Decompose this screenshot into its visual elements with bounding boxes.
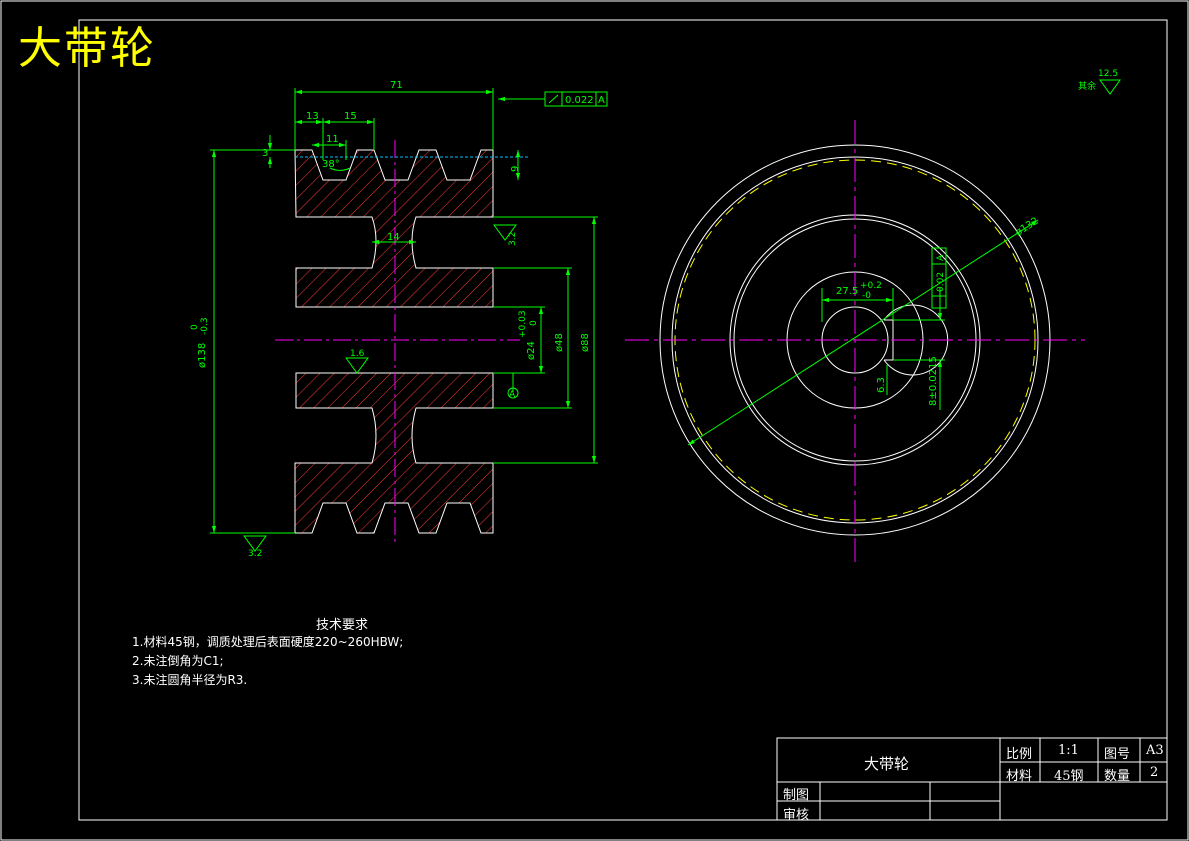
dim-dia24-tol-bot: 0 [529,320,539,326]
roughness-12.5: 12.5 [1098,69,1118,79]
drawing-no-label: 图号 [1104,747,1131,762]
dim-dia138: ø138 [197,343,208,368]
section-view [275,140,530,545]
roughness-3.2-right: 3.2 [508,232,518,246]
end-view-dimensions [687,219,1039,446]
dim-11: 11 [326,134,339,145]
tech-requirement-2: 2.未注倒角为C1; [132,654,224,668]
end-view [625,120,1085,565]
roughness-3.2-bottom: 3.2 [248,549,262,559]
symmetry-value: 0.02 [936,272,946,292]
dim-3: 3 [262,148,268,159]
inner-border [78,19,1168,821]
roughness-rest-label: 其余 [1078,80,1096,92]
dim-dia24-tol-top: +0.03 [518,310,528,338]
material-value: 45钢 [1054,769,1084,784]
dim-key-slot: 8±0.0215 [928,356,939,406]
section-dim-text: 71 13 15 11 3 38° 9 14 ø138 0 -0.3 ø24 +… [190,80,591,368]
runout-value: 0.022 [565,95,594,106]
tech-requirement-1: 1.材料45钢，调质处理后表面硬度220~260HBW; [132,635,404,649]
dim-71: 71 [390,80,403,91]
dim-key-width: 27.5 [836,286,858,297]
dim-dia138-tol-top: 0 [190,324,200,330]
symmetry-tolerance-frame: 0.02 A [931,247,947,309]
dim-13: 13 [306,111,319,122]
dim-dia132: ø132 [1014,216,1041,239]
dim-key-tol-bot: -0 [862,291,871,301]
section-hatch [294,149,494,534]
dim-14: 14 [387,232,400,243]
runout-datum: A [598,95,605,106]
quantity-label: 数量 [1104,769,1131,784]
drawn-by-label: 制图 [783,788,810,803]
tech-requirements-heading: 技术要求 [316,618,369,633]
dim-15: 15 [344,111,357,122]
roughness-1.6: 1.6 [350,349,365,359]
quantity-value: 2 [1150,765,1159,780]
roughness-symbols [243,79,1121,552]
roughness-6.3: 6.3 [876,377,887,393]
drawing-no-value: A3 [1146,743,1164,758]
dim-dia138-tol-bot: -0.3 [200,317,210,335]
runout-tolerance-frame: 0.022 A [544,91,608,107]
checked-by-label: 审核 [783,808,810,823]
svg-text:A: A [509,390,516,400]
scale-value: 1:1 [1058,743,1079,758]
drawing-title: 大带轮 [18,23,156,74]
symmetry-datum: A [936,254,946,261]
tech-requirement-3: 3.未注圆角半径为R3. [132,673,248,687]
title-block-part-name: 大带轮 [864,755,910,773]
dim-key-tol-top: +0.2 [860,281,882,291]
dim-dia48: ø48 [554,333,565,352]
material-label: 材料 [1006,769,1033,784]
dim-38-angle: 38° [322,159,340,170]
dim-dia24: ø24 [526,341,537,360]
title-block [776,737,1168,821]
section-dimensions [210,88,598,534]
dim-9: 9 [510,166,521,172]
dim-dia88: ø88 [580,333,591,352]
scale-label: 比例 [1006,747,1033,762]
datum-a: A [507,387,519,400]
